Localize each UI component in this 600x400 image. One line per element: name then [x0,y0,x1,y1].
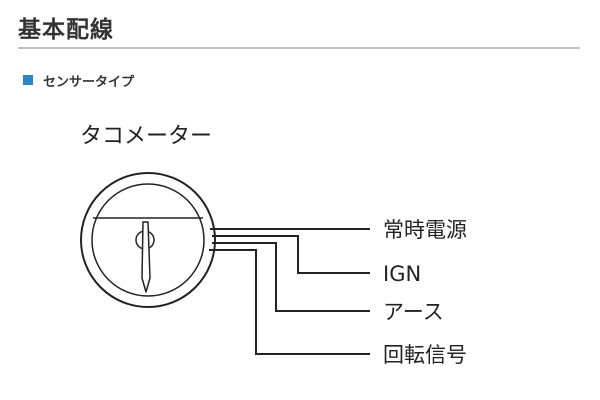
wire-ground [212,242,370,312]
gauge-needle-icon [141,221,151,293]
tachometer-gauge [80,172,216,308]
wires [209,228,370,355]
wire-label-rotation-signal: 回転信号 [383,343,467,367]
wire-label-ign: IGN [383,262,421,286]
wire-label-constant-power: 常時電源 [383,218,467,242]
wire-rotation-signal [209,249,370,355]
section-marker-icon [23,75,33,85]
section-label: センサータイプ [43,75,135,90]
gauge-label: タコメーター [80,124,212,149]
title-divider [18,47,580,49]
page-title: 基本配線 [18,17,114,43]
wire-label-ground: アース [383,300,444,324]
wire-ign [212,235,370,274]
